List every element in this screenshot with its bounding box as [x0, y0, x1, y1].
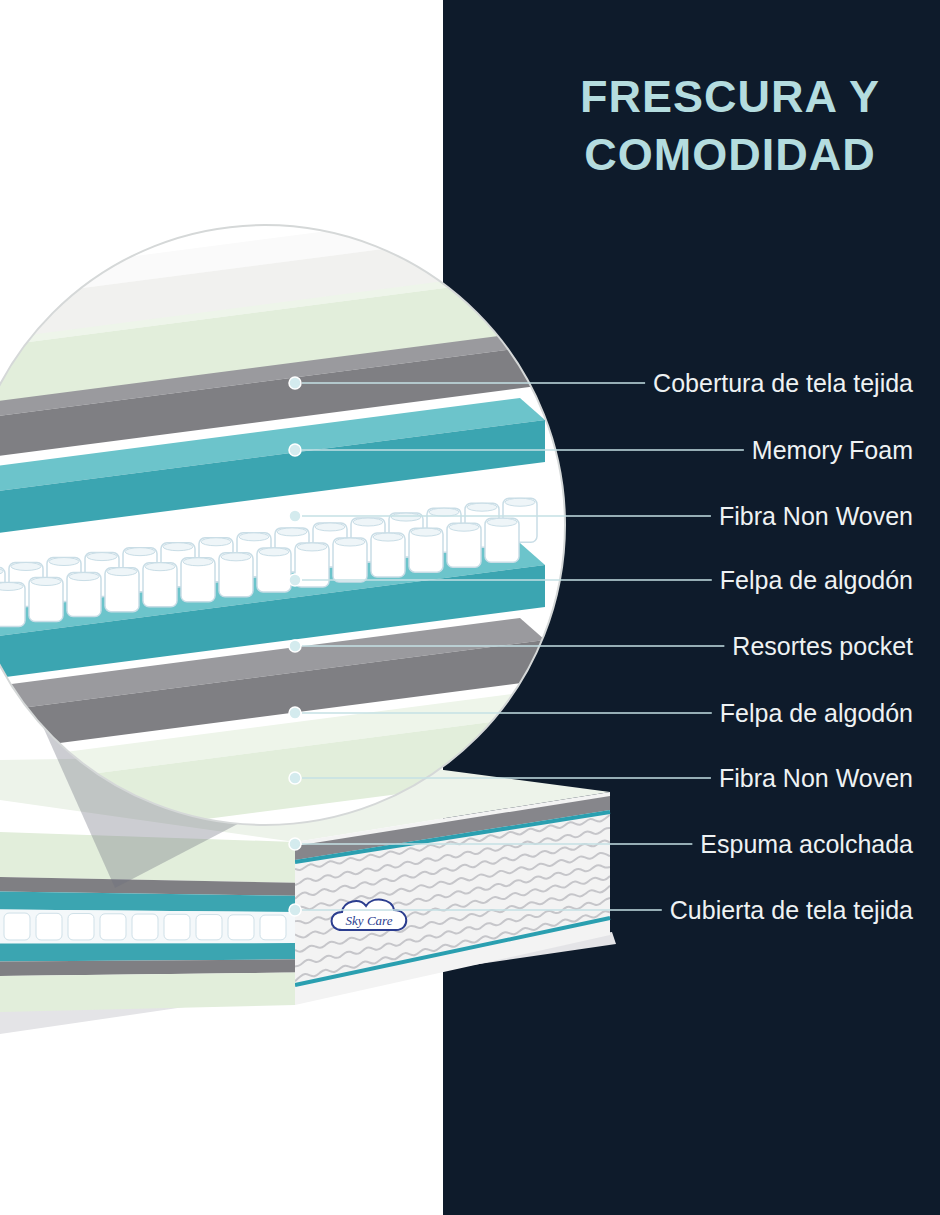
part-label: Resortes pocket: [732, 631, 913, 661]
spring-top: [297, 543, 327, 551]
leader-line: [302, 449, 744, 451]
section-spring: [100, 914, 126, 940]
leader-dot: [289, 640, 301, 652]
section-layer: [0, 972, 295, 1012]
part-label: Memory Foam: [752, 435, 913, 465]
spring-top: [163, 543, 193, 551]
pocket-spring: [333, 538, 367, 582]
spring-top: [353, 518, 383, 526]
leader-dot: [289, 772, 301, 784]
section-spring: [4, 913, 30, 940]
spring-top: [259, 548, 289, 556]
layer-stack: [0, 206, 545, 854]
pocket-spring: [371, 533, 405, 577]
section-layer: [0, 891, 295, 912]
quilt-wave: [295, 853, 610, 910]
spring-top: [487, 518, 517, 526]
pocket-spring: [181, 558, 215, 602]
mattress-side: [295, 792, 610, 1005]
spring-top: [11, 562, 41, 570]
spring-top: [31, 578, 61, 586]
part-label: Cobertura de tela tejida: [653, 368, 913, 398]
spring-top: [0, 567, 3, 575]
title: FRESCURA Y COMODIDAD: [540, 68, 920, 184]
section-spring: [228, 915, 254, 940]
leader-line: [302, 777, 711, 779]
pocket-spring: [143, 563, 177, 607]
spring-top: [49, 558, 79, 566]
pocket-spring: [409, 528, 443, 572]
spring-top: [429, 508, 459, 516]
part-label: Fibra Non Woven: [719, 763, 913, 793]
pocket-spring: [0, 582, 25, 626]
part-label: Cubierta de tela tejida: [670, 895, 913, 925]
quilt-wave: [295, 815, 610, 870]
leader-dot: [289, 838, 301, 850]
leader-dot: [289, 707, 301, 719]
spring-top: [125, 548, 155, 556]
quilt-wave: [295, 886, 610, 952]
quilt-wave: [295, 898, 610, 966]
leader-line: [302, 645, 724, 647]
pocket-spring: [447, 523, 481, 567]
leader-dot: [289, 444, 301, 456]
leader-dot: [289, 377, 301, 389]
leader-line: [302, 382, 645, 384]
part-label: Felpa de algodón: [720, 698, 913, 728]
section-spring: [164, 914, 190, 940]
leader-dot: [289, 904, 301, 916]
spring-top: [183, 558, 213, 566]
pocket-spring: [219, 553, 253, 597]
section-spring: [36, 913, 62, 940]
leader-line: [302, 909, 662, 911]
pocket-spring: [485, 518, 519, 562]
leader-line: [302, 579, 712, 581]
section-spring: [260, 915, 286, 940]
brand-text: Sky Care: [344, 913, 395, 928]
spring-top: [277, 528, 307, 536]
spring-top: [391, 513, 421, 521]
part-label: Espuma acolchada: [700, 829, 913, 859]
quilt-pattern: [295, 815, 610, 981]
part-label: Felpa de algodón: [720, 565, 913, 595]
part-label: Fibra Non Woven: [719, 501, 913, 531]
quilt-wave: [295, 840, 610, 898]
spring-top: [221, 553, 251, 561]
leader-line: [302, 843, 692, 845]
spring-top: [239, 533, 269, 541]
section-layer: [0, 909, 295, 943]
logo-cloud: [332, 900, 407, 930]
zoom-circle-outline: [0, 225, 565, 825]
leader-dot: [289, 574, 301, 586]
pocket-spring: [257, 548, 291, 592]
leader-line: [302, 712, 712, 714]
spring-top: [373, 533, 403, 541]
spring-top: [0, 582, 23, 590]
spring-top: [467, 503, 497, 511]
section-spring: [68, 914, 94, 940]
pocket-spring: [29, 578, 63, 622]
pocket-spring: [67, 573, 101, 617]
spring-top: [107, 568, 137, 576]
section-spring: [196, 915, 222, 940]
piping: [295, 812, 610, 862]
spring-top: [69, 573, 99, 581]
spring-top: [315, 523, 345, 531]
leader-dot: [289, 510, 301, 522]
section-layer: [0, 943, 295, 962]
spring-top: [505, 498, 535, 506]
spring-top: [201, 538, 231, 546]
section-spring: [132, 914, 158, 940]
spring-top: [87, 553, 117, 561]
spring-top: [449, 523, 479, 531]
pocket-spring: [105, 568, 139, 612]
spring-top: [411, 528, 441, 536]
spring-top: [145, 563, 175, 571]
leader-line: [302, 515, 711, 517]
spring-top: [335, 538, 365, 546]
